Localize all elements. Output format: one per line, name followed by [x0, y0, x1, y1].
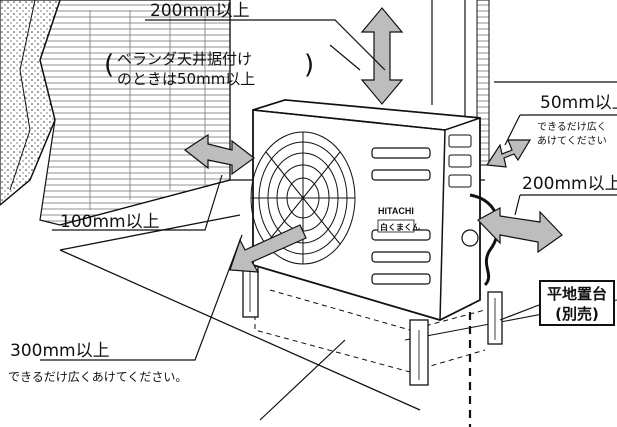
clearance-arrows — [183, 7, 563, 273]
brand-logo: HITACHI — [378, 206, 414, 216]
front-clearance-label: 300mm以上 — [10, 341, 110, 361]
siding-wall — [39, 0, 231, 226]
veranda-paren-close: ) — [304, 50, 315, 80]
leader-lines — [40, 0, 617, 421]
arrow-top — [360, 7, 404, 105]
fan-grille — [250, 131, 356, 265]
right-note-line1: できるだけ広く — [537, 122, 607, 133]
veranda-paren-open: ( — [104, 50, 115, 80]
right-outlet-clearance-label: 200mm以上 — [522, 174, 617, 194]
arrow-left — [183, 133, 256, 176]
front-clearance-note: できるだけ広くあけてください。 — [8, 370, 188, 384]
outdoor-unit — [250, 99, 500, 321]
arrow-right-side — [485, 139, 532, 168]
top-clearance-label: 200mm以上 — [150, 1, 250, 21]
veranda-note-line2: のときは50mm以上 — [117, 70, 256, 88]
left-clearance-label: 100mm以上 — [60, 212, 160, 232]
side-vents — [371, 147, 431, 285]
right-note-line2: あけてください — [537, 136, 607, 147]
right-clearance-label: 50mm以上 — [540, 93, 617, 113]
arrow-front — [229, 224, 307, 273]
arrow-right-outlet — [477, 206, 563, 254]
model-logo: 白くまくん — [380, 222, 420, 232]
stand-label-box: 平地置台 (別売) — [539, 280, 615, 326]
stand-label-line2: (別売) — [555, 305, 599, 323]
veranda-note-line1: ベランダ天井据付け — [117, 50, 253, 68]
stand-label-line1: 平地置台 — [546, 285, 607, 303]
